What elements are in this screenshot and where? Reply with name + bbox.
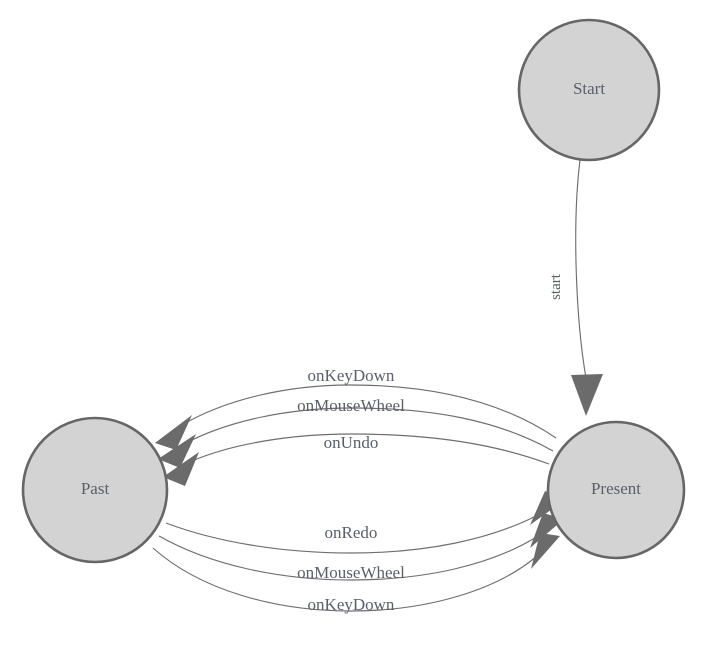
node-present[interactable]: Present (546, 420, 686, 560)
edge-start-to-present-label: start (548, 273, 564, 300)
edge-present-to-past-onkeydown-label: onKeyDown (308, 366, 395, 385)
edge-present-to-past-onkeydown[interactable]: onKeyDown (155, 366, 557, 450)
node-start-label: Start (573, 79, 605, 98)
edge-past-to-present-onkeydown-path (152, 547, 538, 612)
edge-past-to-present-onredo-label: onRedo (325, 523, 378, 542)
edge-present-to-past-onmousewheel-arrowhead (158, 434, 196, 468)
edge-start-to-present[interactable]: start (548, 159, 603, 416)
edge-past-to-present-onredo-path (165, 513, 541, 554)
edge-present-to-past-onundo-arrowhead (163, 452, 199, 486)
node-start-circle (517, 18, 661, 162)
edge-past-to-present-onkeydown-arrowhead (531, 533, 560, 569)
node-present-label: Present (591, 479, 641, 498)
edge-past-to-present-onredo[interactable]: onRedo (165, 491, 566, 554)
node-present-circle (546, 420, 686, 560)
edge-present-to-past-onmousewheel[interactable]: onMouseWheel (158, 396, 554, 468)
node-past-circle (21, 416, 169, 564)
edge-past-to-present-onmousewheel-label: onMouseWheel (297, 563, 405, 582)
node-past-label: Past (81, 479, 110, 498)
node-past[interactable]: Past (21, 416, 169, 564)
edge-present-to-past-onundo-label: onUndo (324, 433, 379, 452)
edge-past-to-present-onkeydown[interactable]: onKeyDown (152, 533, 560, 614)
node-start[interactable]: Start (517, 18, 661, 162)
edge-present-to-past-onmousewheel-path (185, 407, 554, 452)
edge-present-to-past-onundo[interactable]: onUndo (163, 433, 550, 486)
edge-past-to-present-onkeydown-label: onKeyDown (308, 595, 395, 614)
edge-past-to-present-onmousewheel-path (158, 535, 539, 581)
edge-present-to-past-onkeydown-path (181, 384, 557, 439)
edge-present-to-past-onmousewheel-label: onMouseWheel (297, 396, 405, 415)
edge-present-to-past-onundo-path (191, 433, 550, 465)
edge-start-to-present-path (575, 159, 587, 379)
edge-start-to-present-arrowhead (571, 374, 603, 416)
edge-present-to-past-onkeydown-arrowhead (155, 415, 192, 450)
